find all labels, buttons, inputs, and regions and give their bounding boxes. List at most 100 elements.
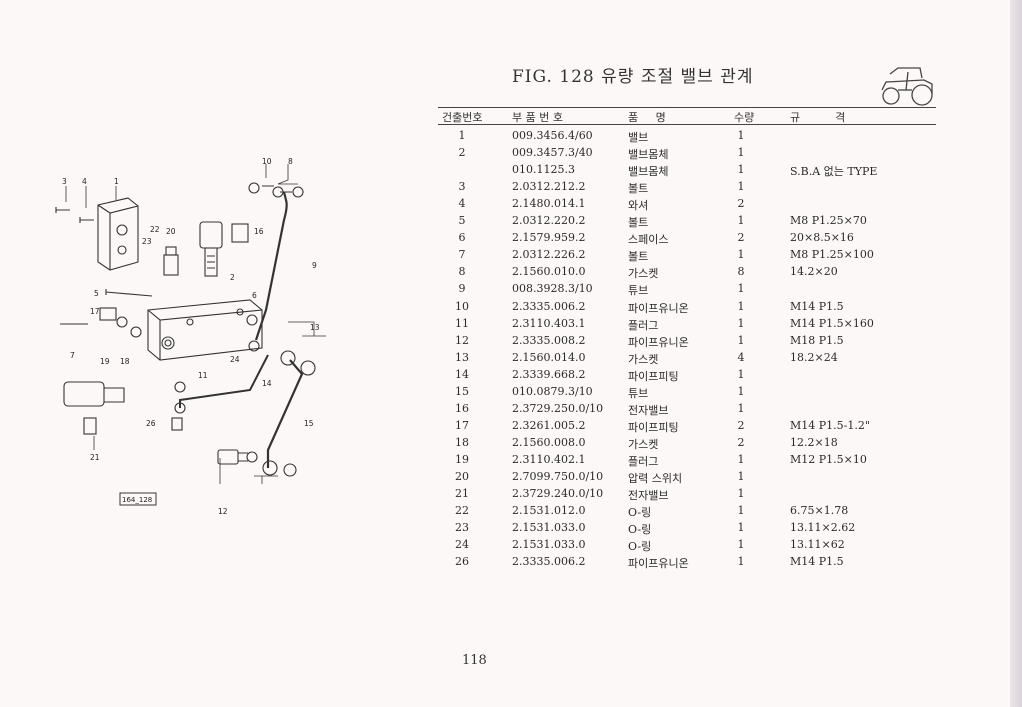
- part-name: 가스켓: [628, 437, 659, 451]
- item-number: 21: [455, 487, 469, 501]
- tube-15: [266, 359, 304, 468]
- quantity: 8: [737, 265, 745, 279]
- callout-6: 6: [252, 291, 257, 300]
- part-name: O-링: [628, 523, 652, 537]
- callout-16: 16: [254, 227, 264, 236]
- specification: M8 P1.25×70: [790, 214, 867, 228]
- specification: 13.11×2.62: [790, 521, 856, 535]
- quantity: 1: [737, 146, 745, 160]
- quantity: 1: [737, 180, 745, 194]
- part-number: 2.7099.750.0/10: [512, 470, 604, 483]
- part-name: 파이프유니온: [628, 335, 689, 349]
- callout-26: 26: [146, 419, 156, 428]
- item-number: 8: [458, 265, 466, 279]
- part-name: 전자밸브: [628, 403, 669, 417]
- specification: S.B.A 없는 TYPE: [790, 165, 878, 179]
- part-name: 파이프유니온: [628, 301, 689, 315]
- part-number: 2.0312.226.2: [512, 248, 586, 262]
- item-number: 20: [455, 470, 469, 483]
- callout-4: 4: [82, 177, 87, 186]
- callout-1: 1: [114, 177, 119, 186]
- part-name: 와셔: [628, 199, 649, 213]
- quantity: 1: [737, 129, 745, 142]
- quantity: 1: [737, 487, 745, 501]
- callout-17: 17: [90, 307, 100, 316]
- image-code-label: 164_128: [122, 496, 152, 504]
- item-number: 4: [458, 197, 466, 211]
- part-number: 008.3928.3/10: [512, 282, 593, 296]
- item-number: 1: [458, 129, 466, 142]
- item-number: 17: [455, 418, 469, 432]
- callout-12: 12: [218, 507, 228, 516]
- specification: M14 P1.5: [790, 555, 844, 569]
- part-name: 파이프유니온: [628, 557, 689, 571]
- pressure-switch-20: [163, 246, 179, 276]
- item-number: 3: [458, 180, 466, 194]
- part-name: 밸브몸체: [628, 165, 669, 179]
- table-top-rule: [438, 107, 936, 108]
- callout-8: 8: [288, 157, 293, 166]
- header-name: 품 명: [628, 111, 666, 124]
- part-number: 2.1531.033.0: [512, 538, 586, 552]
- quantity: 1: [737, 401, 745, 415]
- quantity: 1: [737, 538, 745, 552]
- table-row: 010.1125.3 밸브몸체 1 S.B.A 없는 TYPE: [438, 163, 938, 180]
- part-number: 010.1125.3: [512, 163, 575, 177]
- part-number: 2.3110.403.1: [512, 316, 586, 330]
- part-name: 볼트: [628, 250, 649, 264]
- part-name: 밸브: [628, 131, 649, 144]
- part-name: 플러그: [628, 454, 659, 468]
- part-number: 2.1560.014.0: [512, 350, 586, 364]
- part-number: 2.1560.008.0: [512, 435, 586, 449]
- specification: 18.2×24: [790, 350, 838, 364]
- part-name: O-링: [628, 540, 652, 554]
- quantity: 1: [737, 367, 745, 381]
- part-number: 2.3729.240.0/10: [512, 487, 604, 501]
- item-number: 9: [458, 282, 466, 296]
- part-number: 2.3110.402.1: [512, 452, 586, 466]
- callout-24: 24: [230, 355, 240, 364]
- part-name: 파이프피팅: [628, 369, 679, 383]
- item-number: 10: [455, 299, 469, 313]
- callout-10: 10: [262, 157, 272, 166]
- part-number: 2.1560.010.0: [512, 265, 586, 279]
- quantity: 1: [737, 555, 745, 569]
- specification: M8 P1.25×100: [790, 248, 874, 262]
- quantity: 1: [737, 470, 745, 483]
- specification: 14.2×20: [790, 265, 838, 279]
- item-number: 24: [455, 538, 469, 552]
- item-number: 5: [458, 214, 466, 228]
- part-number: 2.1531.033.0: [512, 521, 586, 535]
- tube-14: [179, 354, 269, 408]
- callout-20: 20: [166, 227, 176, 236]
- callout-15: 15: [304, 419, 314, 428]
- item-number: 26: [455, 555, 469, 569]
- callout-5: 5: [94, 289, 99, 298]
- item-number: 6: [458, 231, 466, 245]
- part-number: 2.0312.220.2: [512, 214, 586, 228]
- quantity: 1: [737, 452, 745, 466]
- page-number: 118: [462, 653, 487, 668]
- part-name: O-링: [628, 506, 652, 520]
- part-number: 2.3261.005.2: [512, 418, 586, 432]
- quantity: 2: [737, 231, 745, 245]
- callout-14: 14: [262, 379, 272, 388]
- tractor-icon: [881, 67, 933, 106]
- callout-13: 13: [310, 323, 320, 332]
- quantity: 1: [737, 163, 745, 177]
- item-number: 16: [455, 401, 469, 415]
- header-spec: 규 격: [790, 111, 846, 124]
- specification: M14 P1.5: [790, 299, 844, 313]
